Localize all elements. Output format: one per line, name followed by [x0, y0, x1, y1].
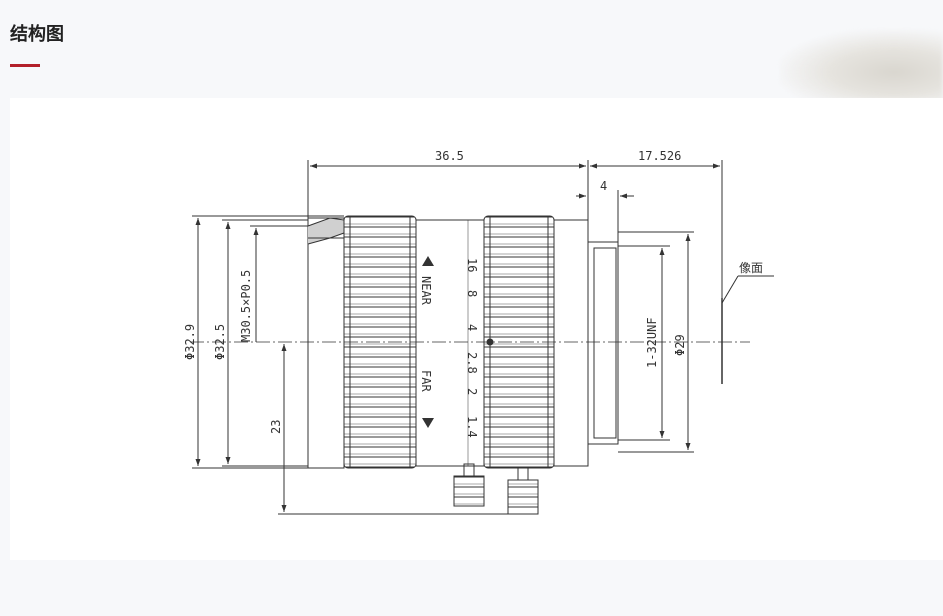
dim-overall-length: 36.5: [307, 149, 589, 220]
aperture-mark: 2.8: [465, 352, 479, 374]
dim-filter-thread: M30.5×P0.5: [239, 225, 308, 342]
lock-screw-1: [453, 463, 485, 507]
dim-flange-back: 17.526: [590, 149, 723, 298]
svg-text:17.526: 17.526: [638, 149, 681, 163]
svg-text:Φ32.5: Φ32.5: [213, 324, 227, 360]
aperture-mark: 2: [465, 388, 479, 395]
svg-text:1-32UNF: 1-32UNF: [645, 317, 659, 368]
dim-outer-diameter: Φ32.9: [183, 215, 344, 469]
front-focus-ring: [343, 215, 417, 469]
svg-text:23: 23: [269, 420, 283, 434]
dim-mount-diameter: Φ29: [618, 231, 694, 453]
svg-text:Φ29: Φ29: [673, 334, 687, 356]
background-photo: [780, 30, 943, 100]
aperture-mark: 8: [465, 290, 479, 297]
near-label: NEAR: [419, 276, 433, 306]
index-dot: [486, 338, 494, 346]
dim-thread-length: 4: [576, 179, 634, 242]
near-far-markers: NEAR FAR: [419, 256, 434, 428]
front-barrel: [307, 217, 345, 469]
lock-screw-2: [507, 467, 539, 515]
svg-text:Φ32.9: Φ32.9: [183, 324, 197, 360]
rear-body: [553, 219, 589, 467]
aperture-mark: 4: [465, 324, 479, 331]
svg-text:4: 4: [600, 179, 607, 193]
dim-mount-thread: 1-32UNF: [618, 245, 670, 441]
aperture-mark: 16: [465, 258, 479, 272]
dim-center-height: 23: [269, 344, 508, 515]
lens-structure-diagram: 像面 36.5 17.526 4 Φ32.9 Φ32.5 M30.5×P0.5: [183, 149, 774, 515]
structure-drawing-panel: 像面 36.5 17.526 4 Φ32.9 Φ32.5 M30.5×P0.5: [10, 98, 943, 560]
title-underline: [10, 64, 40, 67]
c-mount: [587, 241, 622, 445]
aperture-scale: 16 8 4 2.8 2 1.4: [465, 258, 479, 438]
image-plane-label: 像面: [739, 261, 763, 275]
dim-front-diameter: Φ32.5: [213, 219, 308, 467]
svg-text:M30.5×P0.5: M30.5×P0.5: [239, 270, 253, 342]
rear-iris-ring: [483, 215, 555, 469]
aperture-mark: 1.4: [465, 416, 479, 438]
section-title: 结构图: [10, 24, 64, 45]
far-label: FAR: [419, 370, 433, 392]
svg-text:36.5: 36.5: [435, 149, 464, 163]
